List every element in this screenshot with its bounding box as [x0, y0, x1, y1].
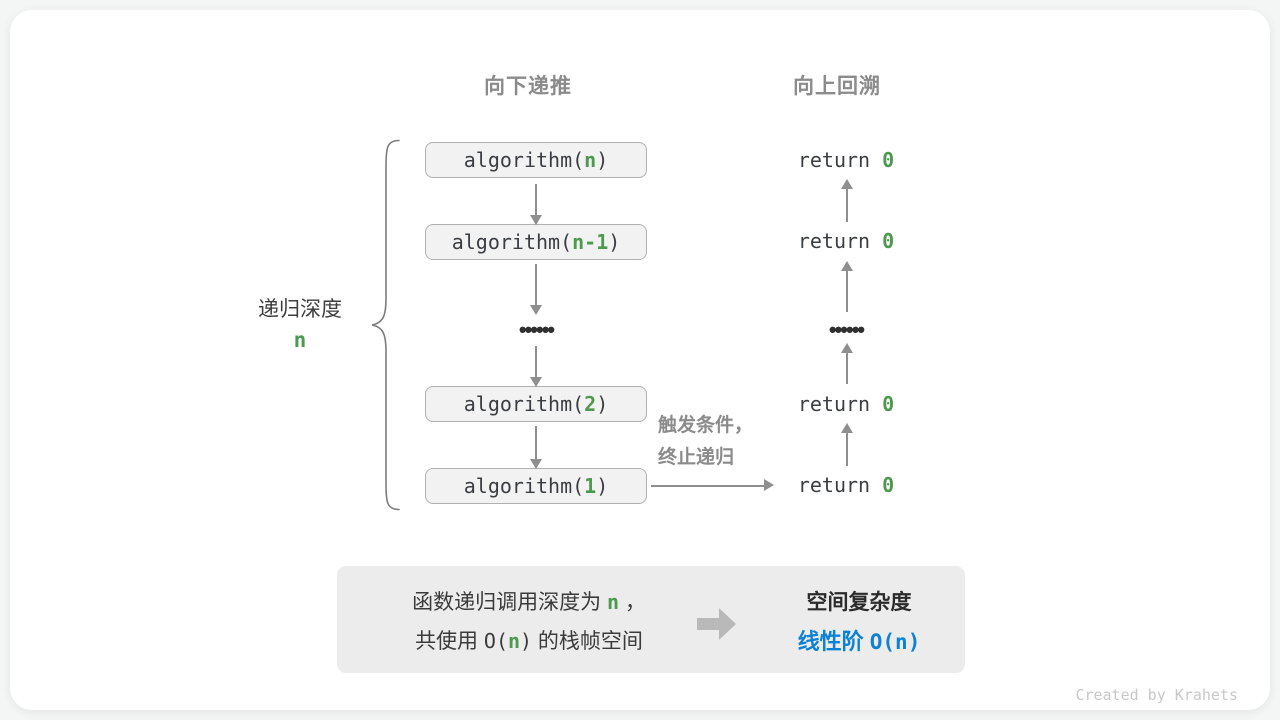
summary-right-text: 空间复杂度 线性阶 O(n) [769, 583, 949, 662]
implies-arrow-icon [697, 608, 736, 640]
return-row: return 0 [761, 229, 931, 253]
call-text: algorithm( [451, 230, 573, 254]
return-value: 0 [882, 473, 895, 497]
arrow-up-icon [840, 343, 854, 386]
header-recurse-down: 向下递推 [484, 75, 572, 98]
depth-label: 递归深度 [258, 298, 342, 321]
summary-code: ) [520, 629, 533, 653]
call-box-n-1: algorithm(n-1) [425, 224, 647, 260]
call-box-n: algorithm(n) [425, 142, 647, 178]
call-arg: 2 [584, 392, 597, 416]
arrow-down-icon [529, 344, 543, 387]
summary-var: n [606, 590, 620, 614]
return-value: 0 [882, 392, 895, 416]
complexity-value-code: O(n) [869, 630, 921, 654]
credit-text: Created by Krahets [1075, 686, 1238, 704]
trigger-line1: 触发条件， [658, 415, 754, 436]
return-value: 0 [882, 148, 895, 172]
call-box-1: algorithm(1) [425, 468, 647, 504]
return-text: return [797, 392, 883, 416]
call-box-2: algorithm(2) [425, 386, 647, 422]
return-text: return [797, 473, 883, 497]
summary-text: 的栈帧空间 [532, 630, 643, 653]
depth-variable: n [215, 328, 385, 353]
arrow-up-icon [840, 423, 854, 468]
arrow-up-icon [840, 261, 854, 314]
call-text: ) [596, 392, 609, 416]
arrow-down-icon [529, 182, 543, 225]
depth-variable-n: n [293, 328, 307, 352]
summary-box: 函数递归调用深度为 n ， 共使用 O(n) 的栈帧空间 空间复杂度 线性阶 O… [337, 566, 965, 673]
return-text: return [797, 148, 883, 172]
header-backtrack-up: 向上回溯 [793, 75, 881, 98]
complexity-value: 线性阶 O(n) [769, 622, 949, 662]
summary-line2: 共使用 O(n) 的栈帧空间 [359, 622, 699, 661]
diagram-card: 向下递推 向上回溯 递归深度 n algorithm(n) algorithm(… [10, 10, 1270, 710]
complexity-value-cn: 线性阶 [797, 629, 870, 654]
return-value: 0 [882, 229, 895, 253]
arrow-down-icon [529, 424, 543, 469]
arrow-down-icon [529, 262, 543, 315]
ellipsis-left: •••••• [518, 317, 555, 342]
return-row: return 0 [761, 392, 931, 416]
call-text: ) [608, 230, 621, 254]
summary-text: ， [619, 591, 646, 614]
call-text: ) [596, 474, 609, 498]
call-arg: 1 [584, 474, 597, 498]
return-row: return 0 [761, 473, 931, 497]
trigger-line2: 终止递归 [658, 447, 735, 468]
call-arg: n [584, 148, 597, 172]
summary-left-text: 函数递归调用深度为 n ， 共使用 O(n) 的栈帧空间 [359, 583, 699, 661]
depth-brace-icon [371, 139, 400, 511]
summary-var: n [508, 629, 521, 653]
summary-text: 共使用 [415, 630, 484, 653]
call-text: ) [596, 148, 609, 172]
complexity-title: 空间复杂度 [806, 591, 912, 614]
call-text: algorithm( [463, 392, 585, 416]
ellipsis-right: •••••• [828, 317, 865, 342]
call-text: algorithm( [463, 474, 585, 498]
summary-line1: 函数递归调用深度为 n ， [359, 583, 699, 622]
summary-text: 函数递归调用深度为 [412, 591, 607, 614]
call-text: algorithm( [463, 148, 585, 172]
call-arg: n-1 [572, 230, 609, 254]
summary-code: O( [483, 629, 508, 653]
arrow-up-icon [840, 179, 854, 224]
arrow-terminate-icon [651, 479, 774, 493]
trigger-label: 触发条件， 终止递归 [658, 410, 788, 474]
return-row: return 0 [761, 148, 931, 172]
return-text: return [797, 229, 883, 253]
